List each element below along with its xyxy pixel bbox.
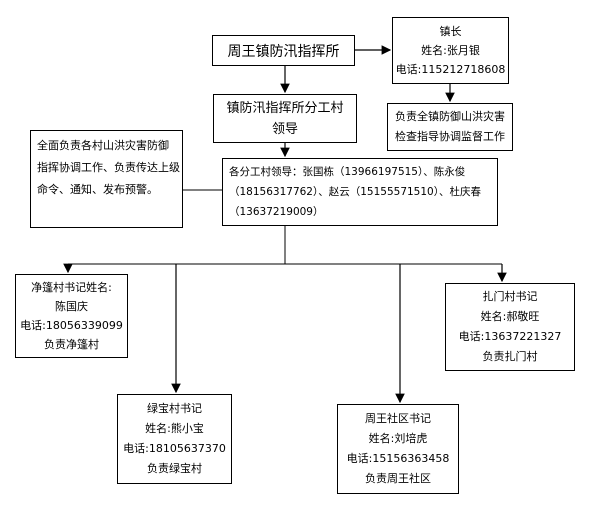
leaders-duty-box: 全面负责各村山洪灾害防御 指挥协调工作、负责传达上级 命令、通知、发布预警。 xyxy=(30,130,183,228)
leaders-duty-line2: 指挥协调工作、负责传达上级 xyxy=(37,161,180,174)
headquarters-title: 周王镇防汛指挥所 xyxy=(227,43,340,60)
village-zhamen-title: 扎门村书记 xyxy=(482,290,538,303)
village-jingpeng-duty: 负责净篷村 xyxy=(44,338,99,351)
village-lvbao-title: 绿宝村书记 xyxy=(147,402,202,415)
village-lvbao-name: 姓名:熊小宝 xyxy=(145,422,204,435)
village-leader-group-box: 镇防汛指挥所分工村 领导 xyxy=(213,94,357,143)
village-jingpeng-name: 陈国庆 xyxy=(55,300,88,313)
assigned-leaders-line1: 各分工村领导：张国栋（13966197515）、陈永俊 xyxy=(229,166,466,178)
village-jingpeng-title: 净篷村书记姓名: xyxy=(31,281,112,294)
town-head-duty-line1: 负责全镇防御山洪灾害 xyxy=(395,110,505,123)
headquarters-box: 周王镇防汛指挥所 xyxy=(212,35,355,66)
village-zhamen-box: 扎门村书记 姓名:郝敬旺 电话:13637221327 负责扎门村 xyxy=(445,283,575,371)
village-zhamen-duty: 负责扎门村 xyxy=(482,350,538,363)
village-lvbao-duty: 负责绿宝村 xyxy=(147,462,202,475)
village-zhouwang-box: 周王社区书记 姓名:刘培虎 电话:15156363458 负责周王社区 xyxy=(337,404,459,494)
village-zhamen-phone: 电话:13637221327 xyxy=(458,330,562,343)
village-lvbao-box: 绿宝村书记 姓名:熊小宝 电话:18105637370 负责绿宝村 xyxy=(117,394,232,484)
leaders-duty-line3: 命令、通知、发布预警。 xyxy=(37,183,158,196)
village-jingpeng-box: 净篷村书记姓名: 陈国庆 电话:18056339099 负责净篷村 xyxy=(15,274,128,358)
assigned-leaders-line3: （13637219009） xyxy=(229,206,324,218)
village-zhamen-name: 姓名:郝敬旺 xyxy=(480,310,540,323)
village-lvbao-phone: 电话:18105637370 xyxy=(123,442,226,455)
town-head-title: 镇长 xyxy=(439,25,462,38)
town-head-name: 姓名:张月银 xyxy=(421,44,480,57)
town-head-phone: 电话:115212718608 xyxy=(395,63,506,76)
town-head-box: 镇长 姓名:张月银 电话:115212718608 xyxy=(392,17,509,84)
village-zhouwang-name: 姓名:刘培虎 xyxy=(368,432,428,445)
village-zhouwang-duty: 负责周王社区 xyxy=(365,472,431,485)
village-zhouwang-phone: 电话:15156363458 xyxy=(346,452,450,465)
village-leader-group-line2: 领导 xyxy=(271,121,298,137)
leaders-duty-line1: 全面负责各村山洪灾害防御 xyxy=(37,139,169,152)
town-head-duty-line2: 检查指导协调监督工作 xyxy=(395,130,505,143)
assigned-leaders-box: 各分工村领导：张国栋（13966197515）、陈永俊 （18156317762… xyxy=(222,158,498,226)
village-jingpeng-phone: 电话:18056339099 xyxy=(20,319,123,332)
village-leader-group-line1: 镇防汛指挥所分工村 xyxy=(226,100,344,116)
village-zhouwang-title: 周王社区书记 xyxy=(365,412,431,425)
town-head-duty-box: 负责全镇防御山洪灾害 检查指导协调监督工作 xyxy=(387,103,513,151)
assigned-leaders-line2: （18156317762）、赵云（15155571510）、杜庆春 xyxy=(229,186,481,198)
